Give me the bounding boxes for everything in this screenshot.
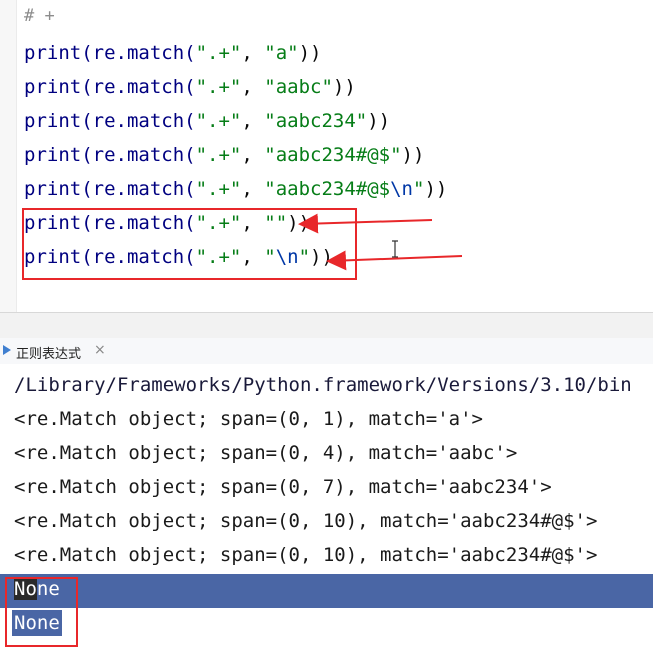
annotation-box-output: [5, 577, 78, 647]
cell-marker-comment: # +: [24, 6, 55, 26]
console-output-none-1: None: [14, 576, 60, 602]
code-post: )): [401, 144, 425, 166]
code-string: "a": [264, 42, 299, 64]
code-line-5[interactable]: print(re.match(".+", "aabc234#@$\n")): [24, 176, 447, 202]
none-part-a: No: [14, 578, 37, 600]
selection-highlight: [0, 574, 653, 608]
code-pre: print(re.match(: [24, 246, 196, 268]
code-line-2[interactable]: print(re.match(".+", "aabc")): [24, 74, 356, 100]
close-tab-icon[interactable]: ×: [94, 342, 106, 358]
code-sep: ,: [241, 144, 265, 166]
code-pattern: ".+": [195, 212, 242, 234]
code-string: "aabc234#@$": [264, 144, 402, 166]
code-pre: print(re.match(: [24, 110, 196, 132]
code-line-3[interactable]: print(re.match(".+", "aabc234")): [24, 108, 390, 134]
code-sep: ,: [241, 42, 265, 64]
code-string-end: ": [298, 246, 311, 268]
run-tab-label[interactable]: 正则表达式: [16, 347, 82, 362]
code-sep: ,: [241, 246, 265, 268]
code-pattern: ".+": [195, 144, 242, 166]
code-line-1[interactable]: print(re.match(".+", "a")): [24, 40, 321, 66]
console-output-line: <re.Match object; span=(0, 10), match='a…: [14, 510, 598, 532]
console-output-line: <re.Match object; span=(0, 4), match='aa…: [14, 442, 518, 464]
code-string-end: ": [412, 178, 425, 200]
code-pattern: ".+": [195, 42, 242, 64]
text-cursor-icon: [391, 240, 398, 258]
python-run-icon: [2, 344, 12, 356]
code-pre: print(re.match(: [24, 144, 196, 166]
code-post: )): [424, 178, 448, 200]
code-sep: ,: [241, 212, 265, 234]
code-post: )): [298, 42, 322, 64]
console-output-line: <re.Match object; span=(0, 10), match='a…: [14, 544, 598, 566]
console-output-line: <re.Match object; span=(0, 1), match='a'…: [14, 408, 483, 430]
code-escape: \n: [390, 178, 413, 200]
code-string: "aabc": [264, 76, 333, 98]
code-pattern: ".+": [195, 178, 242, 200]
code-sep: ,: [241, 76, 265, 98]
none-part-b: ne: [36, 578, 60, 600]
code-pattern: ".+": [195, 110, 242, 132]
code-string: "": [264, 212, 288, 234]
code-pattern: ".+": [195, 76, 242, 98]
code-post: )): [367, 110, 391, 132]
console-output-line: <re.Match object; span=(0, 7), match='aa…: [14, 476, 552, 498]
console-interpreter-path: /Library/Frameworks/Python.framework/Ver…: [14, 374, 632, 396]
code-pre: print(re.match(: [24, 42, 196, 64]
editor-gutter: [0, 0, 17, 312]
code-pre: print(re.match(: [24, 178, 196, 200]
code-pre: print(re.match(: [24, 212, 196, 234]
code-string: ": [264, 246, 276, 268]
code-sep: ,: [241, 110, 265, 132]
run-tool-window-header: 正则表达式 ×: [0, 338, 653, 365]
code-pattern: ".+": [195, 246, 242, 268]
code-string: "aabc234": [264, 110, 368, 132]
code-escape: \n: [275, 246, 299, 268]
run-console-output[interactable]: /Library/Frameworks/Python.framework/Ver…: [0, 364, 653, 657]
code-line-4[interactable]: print(re.match(".+", "aabc234#@$")): [24, 142, 424, 168]
code-line-7[interactable]: print(re.match(".+", "\n")): [24, 244, 333, 270]
code-string: "aabc234#@$: [264, 178, 391, 200]
code-sep: ,: [241, 178, 265, 200]
panel-divider[interactable]: [0, 312, 653, 339]
console-output-none-2: None: [12, 610, 62, 636]
code-post: )): [332, 76, 356, 98]
annotation-box-code: [22, 208, 357, 280]
code-pre: print(re.match(: [24, 76, 196, 98]
